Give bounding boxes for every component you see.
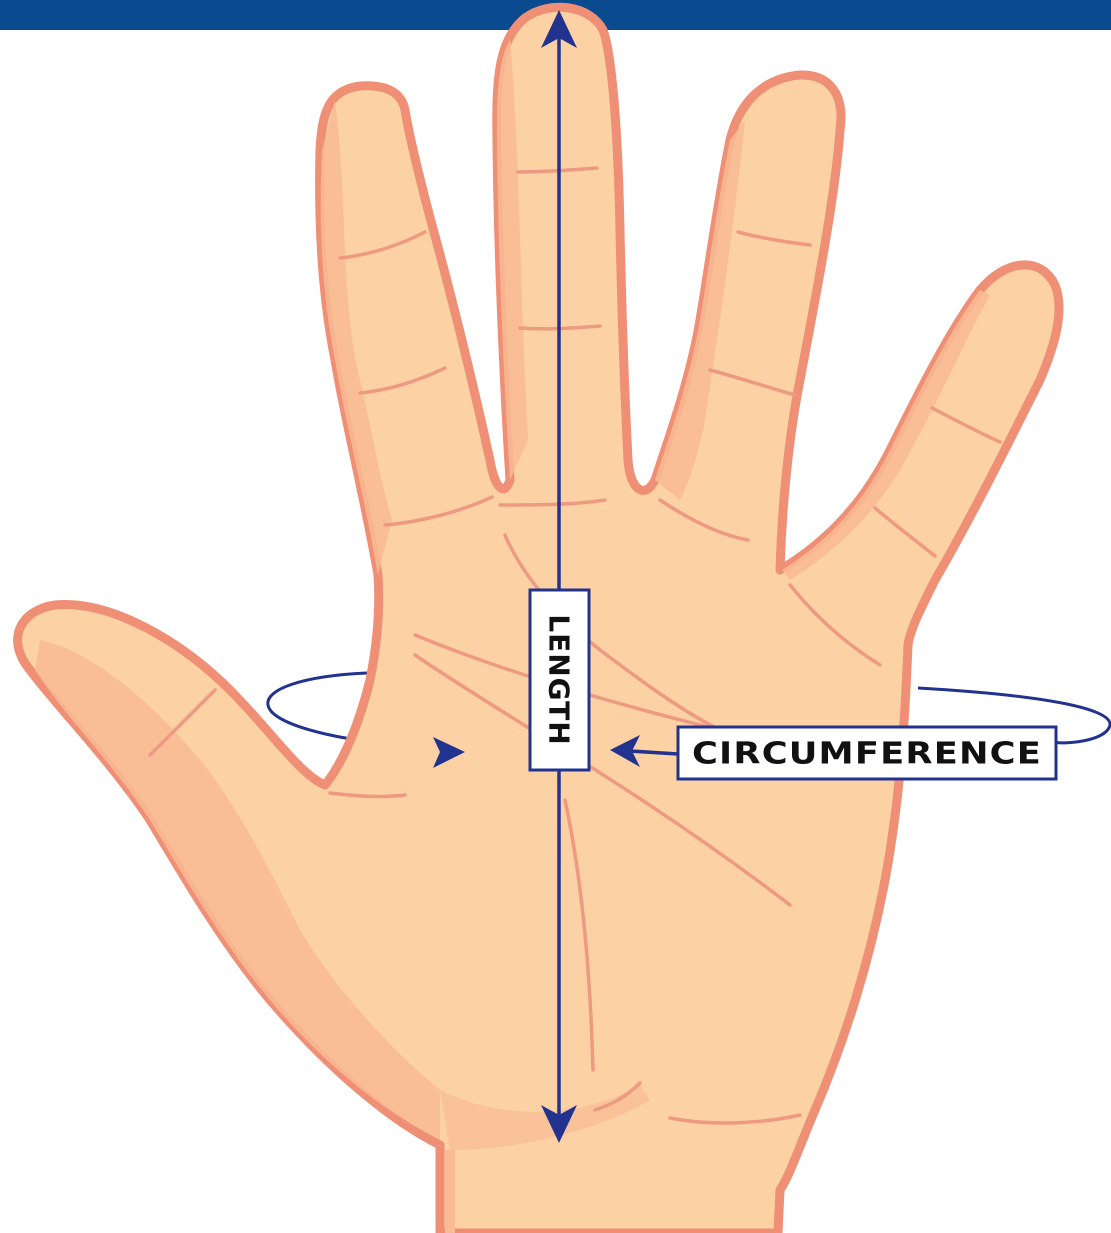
length-label-text: LENGTH xyxy=(543,614,576,745)
circumference-label: CIRCUMFERENCE xyxy=(678,727,1056,779)
length-label: LENGTH xyxy=(530,590,589,770)
circumference-label-text: CIRCUMFERENCE xyxy=(692,737,1042,772)
wrist-shadow xyxy=(445,1150,455,1233)
